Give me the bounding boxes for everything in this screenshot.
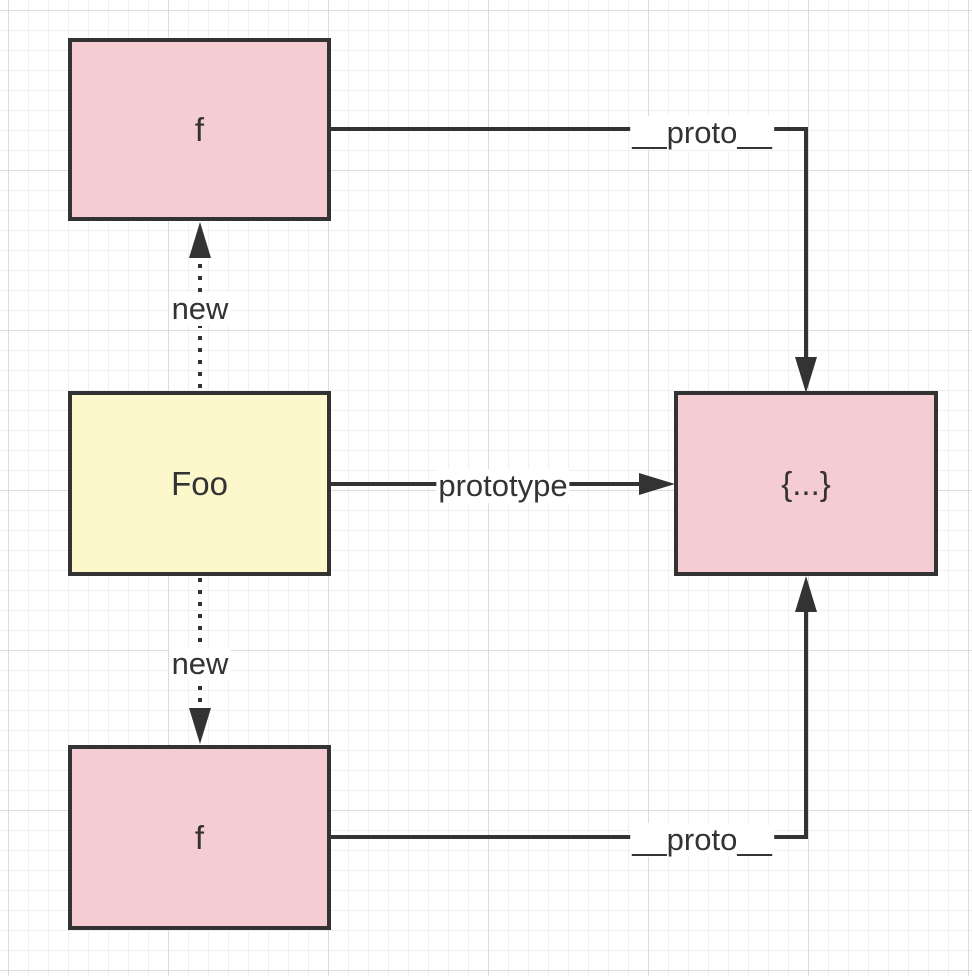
edge-label-new-bottom: new [169,646,231,681]
edge-proto-top [331,127,817,393]
instance-node-top: f [68,38,331,221]
edge-new-top [189,222,211,388]
arrowhead-icon [189,708,211,744]
arrowhead-icon [795,576,817,612]
edge-label-proto-bottom: __proto__ [630,822,774,857]
edge-label-proto-top: __proto__ [630,115,774,150]
arrowhead-icon [639,473,675,495]
constructor-node: Foo [68,391,331,576]
instance-node-top-label: f [194,110,205,148]
arrowhead-icon [189,222,211,258]
edge-proto-bottom [331,576,817,839]
instance-node-bottom-label: f [194,818,205,856]
prototype-object-node: {...} [674,391,938,576]
edge-label-new-top: new [169,291,231,326]
instance-node-bottom: f [68,745,331,930]
edge-label-prototype: prototype [436,468,570,503]
constructor-node-label: Foo [171,464,228,502]
arrowhead-icon [795,357,817,393]
edge-new-bottom [189,578,211,744]
prototype-object-node-label: {...} [781,464,831,502]
